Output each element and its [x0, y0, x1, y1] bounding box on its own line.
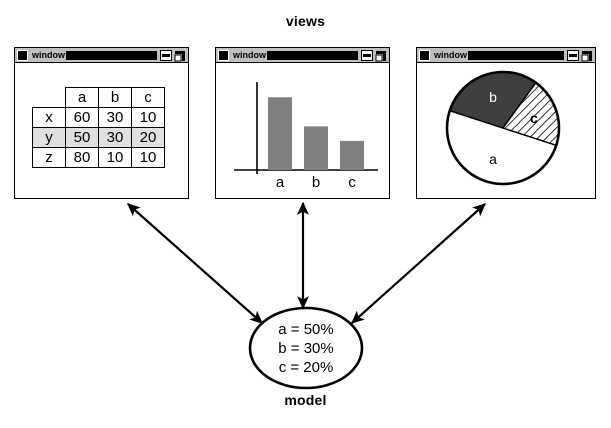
bar-chart-tick-label: a: [276, 174, 285, 191]
window-controls[interactable]: [361, 49, 387, 62]
pie-chart: a b c: [445, 70, 561, 186]
titlebar[interactable]: window: [15, 48, 188, 63]
table-cell: 50: [65, 127, 99, 148]
titlebar-fill: [468, 50, 564, 60]
minimize-icon[interactable]: [160, 49, 172, 61]
model-title: model: [284, 392, 327, 408]
table-cell: 20: [131, 127, 165, 148]
titlebar-fill: [267, 50, 358, 60]
views-title: views: [285, 13, 326, 29]
model-line-c: c = 20%: [279, 359, 334, 376]
window-title: window: [233, 49, 266, 60]
model-line-a: a = 50%: [278, 321, 333, 338]
model-ellipse: [248, 306, 364, 390]
table-cell: 10: [98, 147, 132, 168]
model-line-b: b = 30%: [278, 340, 333, 357]
table-row-header: x: [32, 107, 66, 128]
window-content: a b c: [216, 63, 389, 198]
table-column-header: a: [65, 87, 99, 108]
table-cell: 30: [98, 107, 132, 128]
window-pie-chart-view[interactable]: window a b c: [416, 47, 596, 199]
table-cell: 10: [131, 147, 165, 168]
link-table-model: [127, 203, 263, 324]
titlebar[interactable]: window: [417, 48, 595, 63]
window-content: a b c: [417, 63, 595, 198]
table-cell: 80: [65, 147, 99, 168]
maximize-icon[interactable]: [581, 49, 593, 62]
bar: [268, 97, 292, 170]
table-cell: 10: [131, 107, 165, 128]
pie-slice-label: a: [489, 151, 497, 167]
bar-chart-tick-label: b: [312, 174, 320, 191]
table-corner-cell: [32, 87, 66, 108]
system-menu-icon[interactable]: [218, 49, 229, 61]
window-bar-chart-view[interactable]: window a b c: [215, 47, 390, 199]
link-piechart-model: [351, 203, 486, 324]
pie-outline: [445, 70, 561, 186]
titlebar-fill: [66, 50, 157, 60]
bar: [304, 126, 328, 170]
table-row-header: z: [32, 147, 66, 168]
system-menu-icon[interactable]: [17, 49, 28, 61]
table-column-header: b: [98, 87, 132, 108]
titlebar[interactable]: window: [216, 48, 389, 63]
system-menu-icon[interactable]: [419, 49, 430, 61]
minimize-icon[interactable]: [361, 49, 373, 61]
bar-chart: a b c: [234, 82, 378, 191]
pie-slice-label: b: [489, 89, 497, 105]
table-row-header: y: [32, 127, 66, 148]
bar-chart-tick-label: c: [348, 174, 356, 191]
table-cell: 60: [65, 107, 99, 128]
window-title: window: [434, 49, 467, 60]
window-title: window: [32, 49, 65, 60]
table-cell: 30: [98, 127, 132, 148]
table-column-header: c: [131, 87, 165, 108]
maximize-icon[interactable]: [375, 49, 387, 62]
bar: [340, 140, 364, 170]
minimize-icon[interactable]: [567, 49, 579, 61]
window-controls[interactable]: [160, 49, 186, 62]
maximize-icon[interactable]: [174, 49, 186, 62]
window-controls[interactable]: [567, 49, 593, 62]
pie-slice-label: c: [530, 110, 538, 126]
